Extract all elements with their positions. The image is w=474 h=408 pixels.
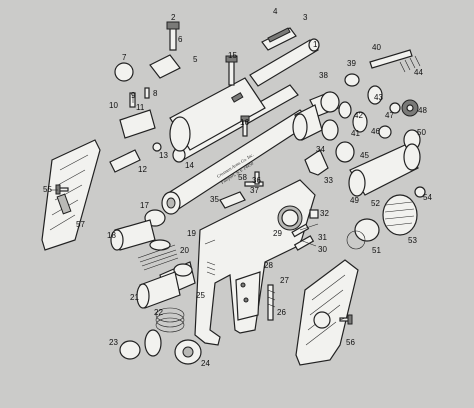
callout-32: 32 [320, 209, 329, 218]
callout-44: 44 [414, 68, 423, 77]
small-parts-upper-left [109, 21, 181, 173]
callout-4: 4 [273, 7, 278, 16]
sear-linkage-parts [219, 149, 329, 209]
callout-31: 31 [318, 233, 327, 242]
callout-43: 43 [374, 93, 383, 102]
callout-38: 38 [319, 71, 328, 80]
callout-11: 11 [136, 103, 145, 112]
trigger-frame [194, 179, 316, 346]
callout-30: 30 [318, 245, 327, 254]
callout-17: 17 [140, 201, 149, 210]
callout-39: 39 [347, 59, 356, 68]
callout-29: 29 [273, 229, 282, 238]
callout-41: 41 [351, 129, 360, 138]
callout-40: 40 [372, 43, 381, 52]
callout-6: 6 [178, 35, 183, 44]
callout-56: 56 [346, 338, 355, 347]
callout-36: 36 [252, 176, 261, 185]
callout-labels: 1 2 3 4 5 6 7 8 9 10 11 12 13 14 15 16 1… [43, 7, 432, 368]
callout-48: 48 [418, 106, 427, 115]
callout-18: 18 [107, 231, 116, 240]
callout-23: 23 [109, 338, 118, 347]
callout-53: 53 [408, 236, 417, 245]
upper-receiver [169, 77, 266, 152]
left-grip-panel [41, 139, 101, 251]
callout-57: 57 [76, 220, 85, 229]
callout-47: 47 [385, 111, 394, 120]
small-parts-center-top [225, 55, 250, 137]
valve-assembly-parts [110, 209, 202, 365]
callout-7: 7 [122, 53, 127, 62]
callout-26: 26 [277, 308, 286, 317]
grip-screws [55, 184, 353, 325]
callout-13: 13 [159, 151, 168, 160]
callout-3: 3 [303, 13, 308, 22]
callout-28: 28 [264, 261, 273, 270]
callout-15: 15 [228, 51, 237, 60]
callout-14: 14 [185, 161, 194, 170]
leader-lines [50, 94, 346, 321]
callout-22: 22 [154, 308, 163, 317]
callout-20: 20 [180, 246, 189, 255]
callout-52: 52 [371, 199, 380, 208]
callout-10: 10 [109, 101, 118, 110]
callout-34: 34 [316, 145, 325, 154]
callout-16: 16 [240, 118, 249, 127]
callout-37: 37 [250, 186, 259, 195]
callout-21: 21 [130, 293, 139, 302]
callout-2: 2 [171, 13, 176, 22]
callout-25: 25 [196, 291, 205, 300]
right-side-parts [292, 49, 426, 250]
callout-46: 46 [371, 127, 380, 136]
callout-35: 35 [210, 195, 219, 204]
callout-50: 50 [417, 128, 426, 137]
callout-55: 55 [43, 185, 52, 194]
breech-tube [249, 27, 320, 87]
callout-33: 33 [324, 176, 333, 185]
callout-9: 9 [131, 91, 136, 100]
callout-49: 49 [350, 196, 359, 205]
callout-58: 58 [238, 173, 247, 182]
callout-45: 45 [360, 151, 369, 160]
callout-5: 5 [193, 55, 198, 64]
callout-24: 24 [201, 359, 210, 368]
trigger-pins-springs [206, 209, 319, 321]
callout-12: 12 [138, 165, 147, 174]
callout-51: 51 [372, 246, 381, 255]
callout-27: 27 [280, 276, 289, 285]
callout-8: 8 [153, 89, 158, 98]
callout-42: 42 [354, 111, 363, 120]
right-grip-panel [295, 259, 359, 366]
callout-54: 54 [423, 193, 432, 202]
callout-1: 1 [313, 40, 318, 49]
callout-19: 19 [187, 229, 196, 238]
